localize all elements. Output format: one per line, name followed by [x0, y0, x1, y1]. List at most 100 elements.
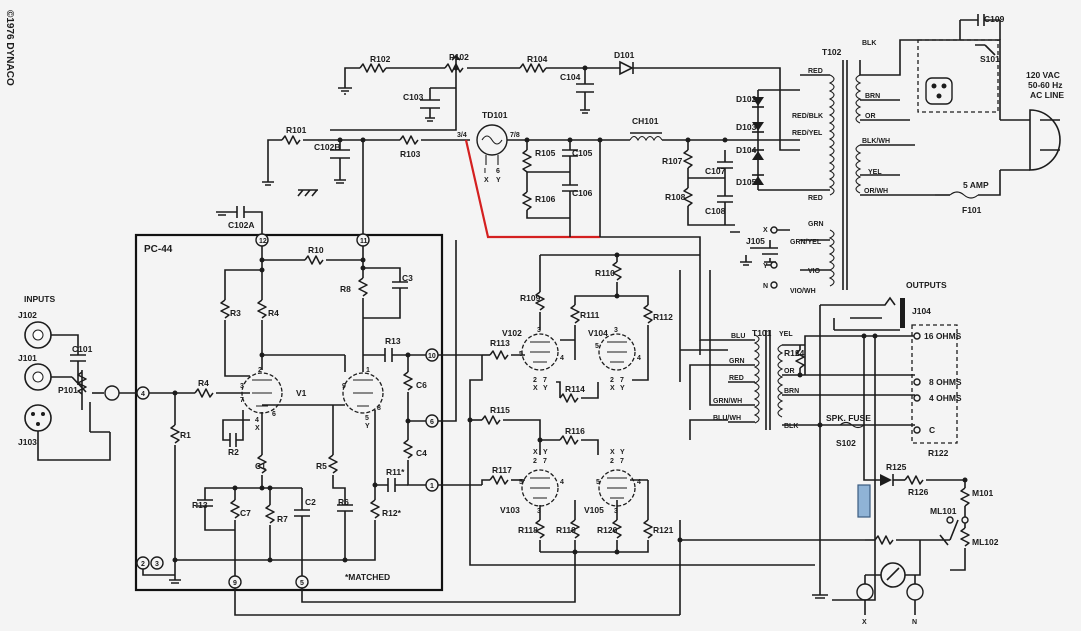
- label-V1: V1: [296, 388, 307, 398]
- filter-network: [522, 140, 601, 237]
- v104-pin-x: X: [610, 385, 615, 392]
- label-R120: R120: [597, 525, 618, 535]
- copyright-text: ©1976 DYNACO: [4, 10, 15, 86]
- board-terminal-1: 1: [425, 478, 439, 492]
- v103-pin-7: 7: [543, 458, 547, 465]
- t101-lead-or: OR: [865, 113, 876, 120]
- output-16-ohms: 16 OHMS: [924, 331, 962, 341]
- label-V104: V104: [588, 328, 608, 338]
- ac-line-text-1: 120 VAC: [1026, 70, 1060, 80]
- label-D105: D105: [736, 177, 757, 187]
- label-C7: C2: [305, 497, 316, 507]
- output-tube-v102: [521, 333, 559, 371]
- pc44-circuit: [142, 246, 426, 584]
- board-terminal-2: 2: [136, 556, 150, 570]
- label-F101: F101: [962, 205, 982, 215]
- svg-text:6: 6: [430, 419, 434, 426]
- meter-circuit: [856, 440, 970, 615]
- label-R2: R4: [198, 378, 209, 388]
- label-C108: C108: [705, 206, 726, 216]
- label-R121: R121: [653, 525, 674, 535]
- f102-speaker-fuse: [839, 421, 865, 429]
- label-C106: C106: [572, 188, 593, 198]
- svg-text:4: 4: [141, 391, 145, 398]
- meter-lamp-n: N: [912, 619, 917, 626]
- label-C101: C101: [72, 344, 93, 354]
- t101-lead-blk: BLK: [862, 40, 876, 47]
- t102-lead-yel: YEL: [779, 331, 793, 338]
- t101-lead-yel: YEL: [868, 169, 882, 176]
- label-R119: R119: [556, 525, 576, 535]
- label-R3: R3: [230, 308, 241, 318]
- output-tube-v103: [521, 469, 559, 507]
- label-P101: P101: [58, 385, 78, 395]
- svg-text:2: 2: [141, 561, 145, 568]
- td101-pin-6: 6: [496, 168, 500, 175]
- label-R12: C4: [416, 448, 427, 458]
- outputs-heading: OUTPUTS: [906, 280, 947, 290]
- label-CH101: CH101: [632, 116, 659, 126]
- t102-lead-brn: BRN: [784, 388, 799, 395]
- label-S101: S101: [980, 54, 1000, 64]
- board-terminal-5: 5: [295, 575, 309, 589]
- v104-pin-2: 2: [610, 377, 614, 384]
- v1-pin-2: 2: [258, 367, 262, 374]
- heater-x: X: [763, 227, 768, 234]
- label-R123: R126: [908, 487, 929, 497]
- v103-pin-x: X: [533, 449, 538, 456]
- label-C2: R6: [338, 497, 349, 507]
- label-R114: R114: [565, 384, 585, 394]
- v105-pin-3: 3: [614, 508, 618, 515]
- label-P102: P102: [449, 52, 469, 62]
- meter-lamp-marker: [857, 484, 871, 518]
- j105-headphone-jack: [812, 296, 905, 599]
- t101-lead-brn: BRN: [865, 93, 880, 100]
- td101-pin-x: X: [484, 177, 489, 184]
- t102-lead-grn: GRN: [729, 358, 745, 365]
- board-title: PC-44: [144, 244, 173, 255]
- label-R4: R4: [268, 308, 279, 318]
- board-terminal-12: 12: [255, 233, 269, 247]
- label-R112: R112: [653, 312, 673, 322]
- t102-output-transformer: [728, 330, 915, 430]
- output-4-ohms: 4 OHMS: [929, 393, 962, 403]
- label-C1: R2: [228, 447, 239, 457]
- label-R106: R106: [535, 194, 556, 204]
- v1-pin-x: X: [255, 425, 260, 432]
- label-TD101: TD101: [482, 110, 508, 120]
- label-C110: J105: [746, 236, 765, 246]
- v105-pin-y: Y: [620, 449, 625, 456]
- label-R124: M101: [972, 488, 994, 498]
- td101-pin-34: 3/4: [457, 132, 467, 139]
- label-C4: R13: [385, 336, 401, 346]
- pc44-board-outline: [134, 233, 444, 592]
- v103-pin-2: 2: [533, 458, 537, 465]
- spk-fuse-text: SPK. FUSE: [826, 413, 871, 423]
- t101-lead-orwh: OR/WH: [864, 188, 888, 195]
- output-8-ohms: 8 OHMS: [929, 377, 962, 387]
- label-R9: R12*: [382, 508, 402, 518]
- label-R103: R103: [400, 149, 421, 159]
- svg-text:5: 5: [300, 580, 304, 587]
- label-J101: J101: [18, 353, 37, 363]
- label-R111: R111: [580, 310, 600, 320]
- v1-pin-7: 7: [240, 397, 244, 404]
- output-tube-v105: [598, 469, 636, 507]
- t101-lead-vio: VIO: [808, 268, 821, 275]
- v1-pin-5: 5: [365, 415, 369, 422]
- label-V103: V103: [500, 505, 520, 515]
- board-terminal-6: 6: [425, 414, 439, 428]
- svg-text:1: 1: [430, 483, 434, 490]
- label-C5: R11*: [386, 467, 405, 477]
- input-jacks: [24, 321, 137, 461]
- ac-line-text-2: 50-60 Hz: [1028, 80, 1063, 90]
- label-D104: D104: [736, 145, 757, 155]
- v104-pin-3: 3: [614, 327, 618, 334]
- t101-lead-red2: RED: [808, 195, 823, 202]
- output-tube-v104: [598, 333, 636, 371]
- board-terminal-4: 4: [136, 386, 150, 400]
- label-D103: D103: [736, 122, 757, 132]
- label-R8: R8: [340, 284, 351, 294]
- fuse-main-rating: 5 AMP: [963, 180, 989, 190]
- junction-dots: [172, 65, 968, 563]
